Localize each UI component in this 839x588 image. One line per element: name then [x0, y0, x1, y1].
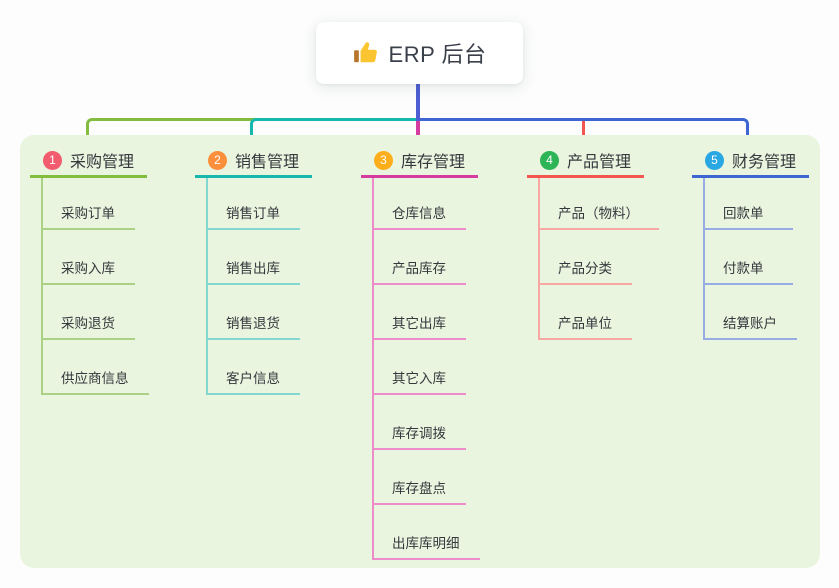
node-item[interactable]: 其它出库 — [374, 285, 466, 340]
root-title: ERP 后台 — [388, 42, 487, 67]
connector-branch-5 — [419, 118, 749, 151]
node-item[interactable]: 采购入库 — [43, 230, 135, 285]
node-item[interactable]: 付款单 — [705, 230, 793, 285]
branch-sales-header[interactable]: 2 销售管理 — [195, 145, 312, 178]
branch-purchase: 1 采购管理 采购订单 采购入库 采购退货 供应商信息 — [30, 145, 149, 395]
node-item[interactable]: 采购退货 — [43, 285, 135, 340]
root-node[interactable]: ERP 后台 — [316, 22, 523, 84]
branch-product: 4 产品管理 产品（物料） 产品分类 产品单位 — [527, 145, 659, 340]
node-item[interactable]: 回款单 — [705, 178, 793, 230]
branch-label: 销售管理 — [234, 154, 299, 171]
branch-purchase-children: 采购订单 采购入库 采购退货 供应商信息 — [41, 178, 149, 395]
node-item[interactable]: 结算账户 — [705, 285, 797, 340]
branch-number-badge: 2 — [207, 150, 227, 170]
node-item[interactable]: 采购订单 — [43, 178, 135, 230]
branch-number-badge: 1 — [42, 150, 62, 170]
branch-inventory: 3 库存管理 仓库信息 产品库存 其它出库 其它入库 库存调拨 库存盘点 出库库… — [361, 145, 480, 560]
connector-root — [416, 84, 420, 121]
node-item[interactable]: 其它入库 — [374, 340, 466, 395]
node-item[interactable]: 供应商信息 — [43, 340, 149, 395]
branch-finance-children: 回款单 付款单 结算账户 — [703, 178, 797, 340]
node-item[interactable]: 库存调拨 — [374, 395, 466, 450]
branch-label: 产品管理 — [566, 154, 631, 171]
branch-label: 采购管理 — [69, 154, 134, 171]
branch-product-children: 产品（物料） 产品分类 产品单位 — [538, 178, 659, 340]
branch-inventory-header[interactable]: 3 库存管理 — [361, 145, 478, 178]
node-item[interactable]: 销售订单 — [208, 178, 300, 230]
branch-finance-header[interactable]: 5 财务管理 — [692, 145, 809, 178]
branch-sales-children: 销售订单 销售出库 销售退货 客户信息 — [206, 178, 300, 395]
branch-number-badge: 3 — [373, 150, 393, 170]
branch-label: 财务管理 — [731, 154, 796, 171]
node-item[interactable]: 客户信息 — [208, 340, 300, 395]
node-item[interactable]: 库存盘点 — [374, 450, 466, 505]
branch-purchase-header[interactable]: 1 采购管理 — [30, 145, 147, 178]
node-item[interactable]: 产品分类 — [540, 230, 632, 285]
branch-label: 库存管理 — [400, 154, 465, 171]
node-item[interactable]: 产品单位 — [540, 285, 632, 340]
branch-finance: 5 财务管理 回款单 付款单 结算账户 — [692, 145, 809, 340]
branch-product-header[interactable]: 4 产品管理 — [527, 145, 644, 178]
branch-number-badge: 4 — [539, 150, 559, 170]
node-item[interactable]: 仓库信息 — [374, 178, 466, 230]
node-item[interactable]: 销售出库 — [208, 230, 300, 285]
node-item[interactable]: 产品库存 — [374, 230, 466, 285]
node-item[interactable]: 销售退货 — [208, 285, 300, 340]
node-item[interactable]: 出库库明细 — [374, 505, 480, 560]
branches-panel — [20, 135, 820, 568]
branch-number-badge: 5 — [704, 150, 724, 170]
connector-branch-2 — [250, 118, 419, 151]
thumbs-up-icon — [353, 40, 379, 66]
branch-sales: 2 销售管理 销售订单 销售出库 销售退货 客户信息 — [195, 145, 312, 395]
node-item[interactable]: 产品（物料） — [540, 178, 659, 230]
branch-inventory-children: 仓库信息 产品库存 其它出库 其它入库 库存调拨 库存盘点 出库库明细 — [372, 178, 480, 560]
